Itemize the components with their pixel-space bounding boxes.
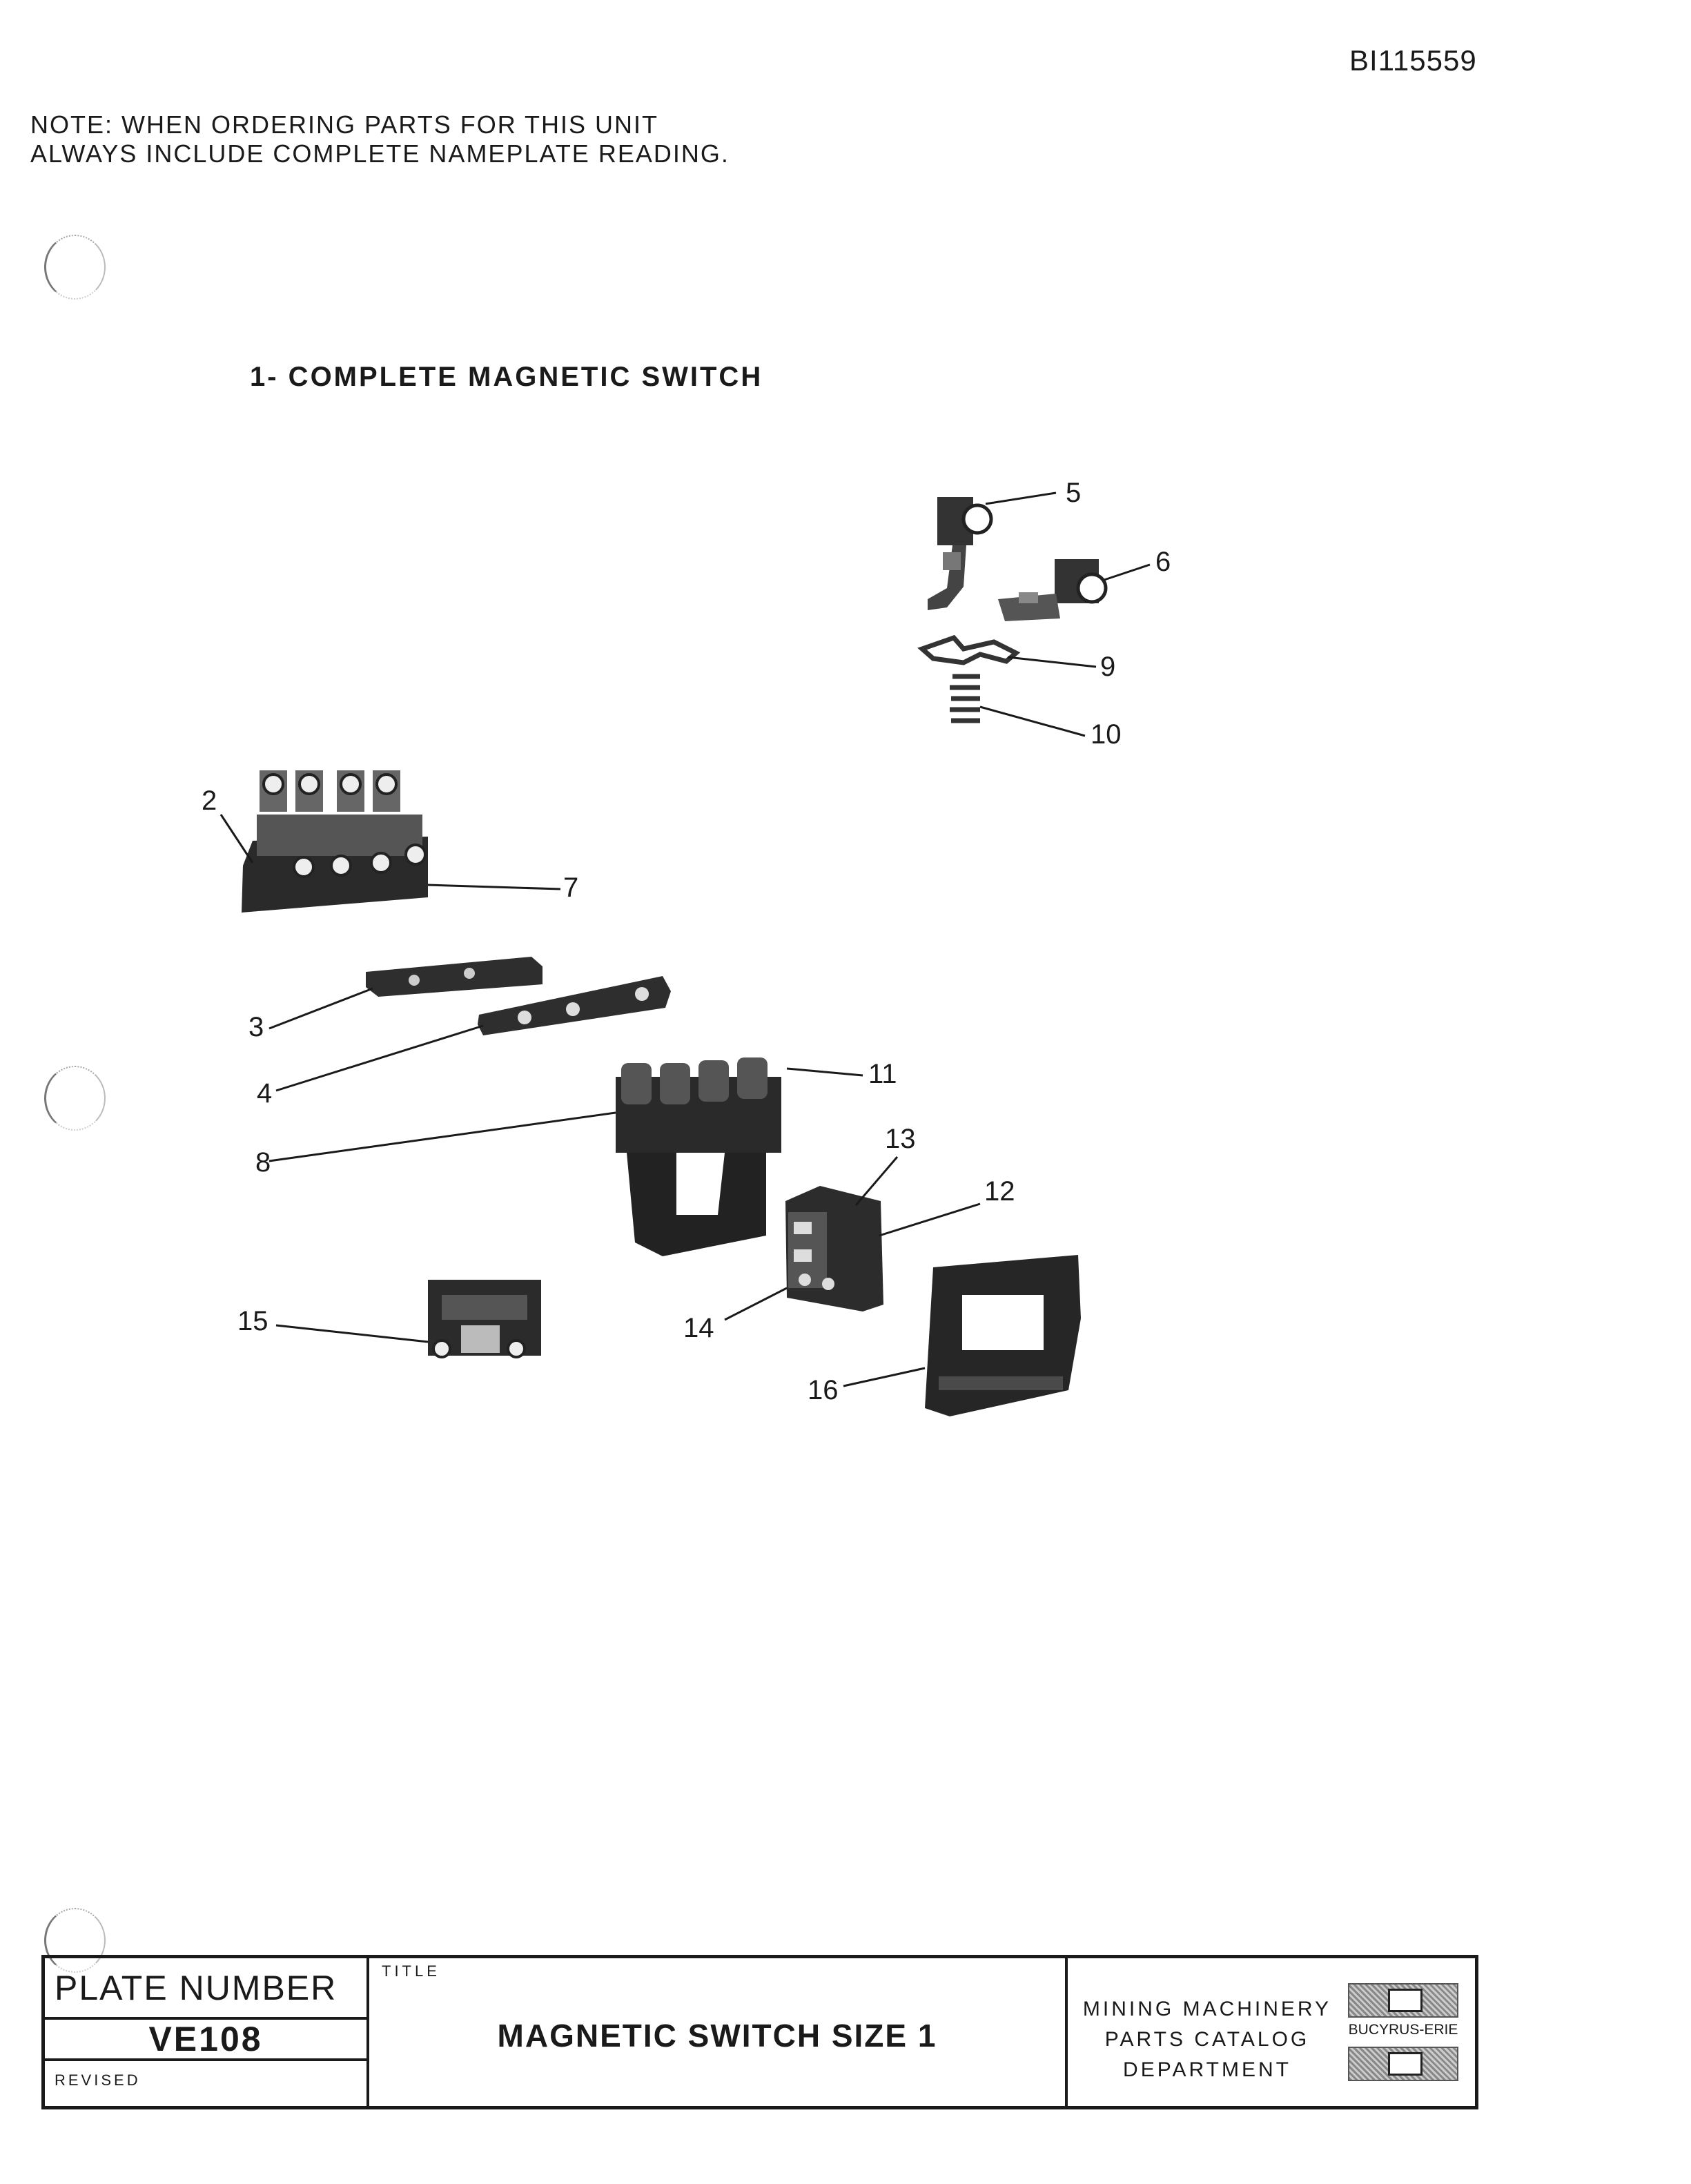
part-4-contact-carrier [478, 976, 671, 1035]
department-section: MINING MACHINERY PARTS CATALOG DEPARTMEN… [1068, 1958, 1475, 2106]
part-12-overload-relay [785, 1186, 883, 1312]
title-label: TITLE [382, 1962, 440, 1980]
callout-14: 14 [683, 1313, 714, 1343]
callout-7: 7 [563, 872, 579, 903]
diagram-caption: 1- COMPLETE MAGNETIC SWITCH [250, 362, 763, 392]
part-2-terminal-block [242, 770, 428, 913]
dept-line-3: DEPARTMENT [1123, 2058, 1291, 2081]
callout-4: 4 [257, 1078, 273, 1109]
part-3-contact-carrier [366, 957, 543, 997]
plate-number-value: VE108 [45, 2017, 366, 2061]
callout-3: 3 [248, 1012, 264, 1042]
callout-2: 2 [202, 786, 217, 816]
part-5-movable-contact [928, 497, 993, 610]
note-line-1: NOTE: WHEN ORDERING PARTS FOR THIS UNIT [30, 110, 659, 139]
callout-8: 8 [255, 1147, 271, 1178]
note-line-2: ALWAYS INCLUDE COMPLETE NAMEPLATE READIN… [30, 139, 730, 168]
callout-12: 12 [984, 1176, 1015, 1207]
binder-hole-bottom [44, 1908, 106, 1973]
callout-5: 5 [1066, 478, 1082, 508]
revised-label: REVISED [55, 2071, 141, 2089]
binder-hole-middle [44, 1066, 106, 1131]
document-id: BI115559 [1349, 44, 1477, 77]
callout-6: 6 [1155, 547, 1171, 577]
logo-lower-emblem [1348, 2047, 1458, 2081]
callout-16: 16 [808, 1375, 839, 1405]
logo-upper-emblem [1348, 1983, 1458, 2018]
title-section: TITLE MAGNETIC SWITCH SIZE 1 [369, 1958, 1068, 2106]
callout-13: 13 [885, 1124, 916, 1154]
part-6-stationary-contact [998, 559, 1108, 621]
part-15-auxiliary-contact [428, 1280, 541, 1358]
callout-11: 11 [868, 1059, 897, 1089]
binder-hole-top [44, 235, 106, 300]
part-16-mounting-base [925, 1255, 1081, 1416]
part-9-contact-spring-clip [917, 634, 1021, 665]
part-10-coil-spring [950, 674, 980, 723]
plate-number-section: PLATE NUMBER VE108 REVISED [45, 1958, 369, 2106]
department-name: MINING MACHINERY PARTS CATALOG DEPARTMEN… [1076, 1994, 1338, 2085]
callout-15: 15 [237, 1306, 268, 1336]
callout-9: 9 [1100, 652, 1116, 682]
logo-text: BUCYRUS-ERIE [1348, 2022, 1458, 2038]
title-block: PLATE NUMBER VE108 REVISED TITLE MAGNETI… [41, 1955, 1478, 2109]
plate-title: MAGNETIC SWITCH SIZE 1 [497, 2018, 937, 2054]
bucyrus-erie-logo: BUCYRUS-ERIE [1344, 1983, 1463, 2085]
leader-lines [219, 491, 1151, 1387]
dept-line-2: PARTS CATALOG [1104, 2028, 1310, 2051]
dept-line-1: MINING MACHINERY [1082, 1998, 1332, 2020]
callout-10: 10 [1091, 719, 1122, 750]
plate-number-label: PLATE NUMBER [55, 1969, 338, 2007]
part-8-contactor-frame [616, 1057, 781, 1256]
ordering-note: NOTE: WHEN ORDERING PARTS FOR THIS UNIT … [30, 110, 730, 168]
